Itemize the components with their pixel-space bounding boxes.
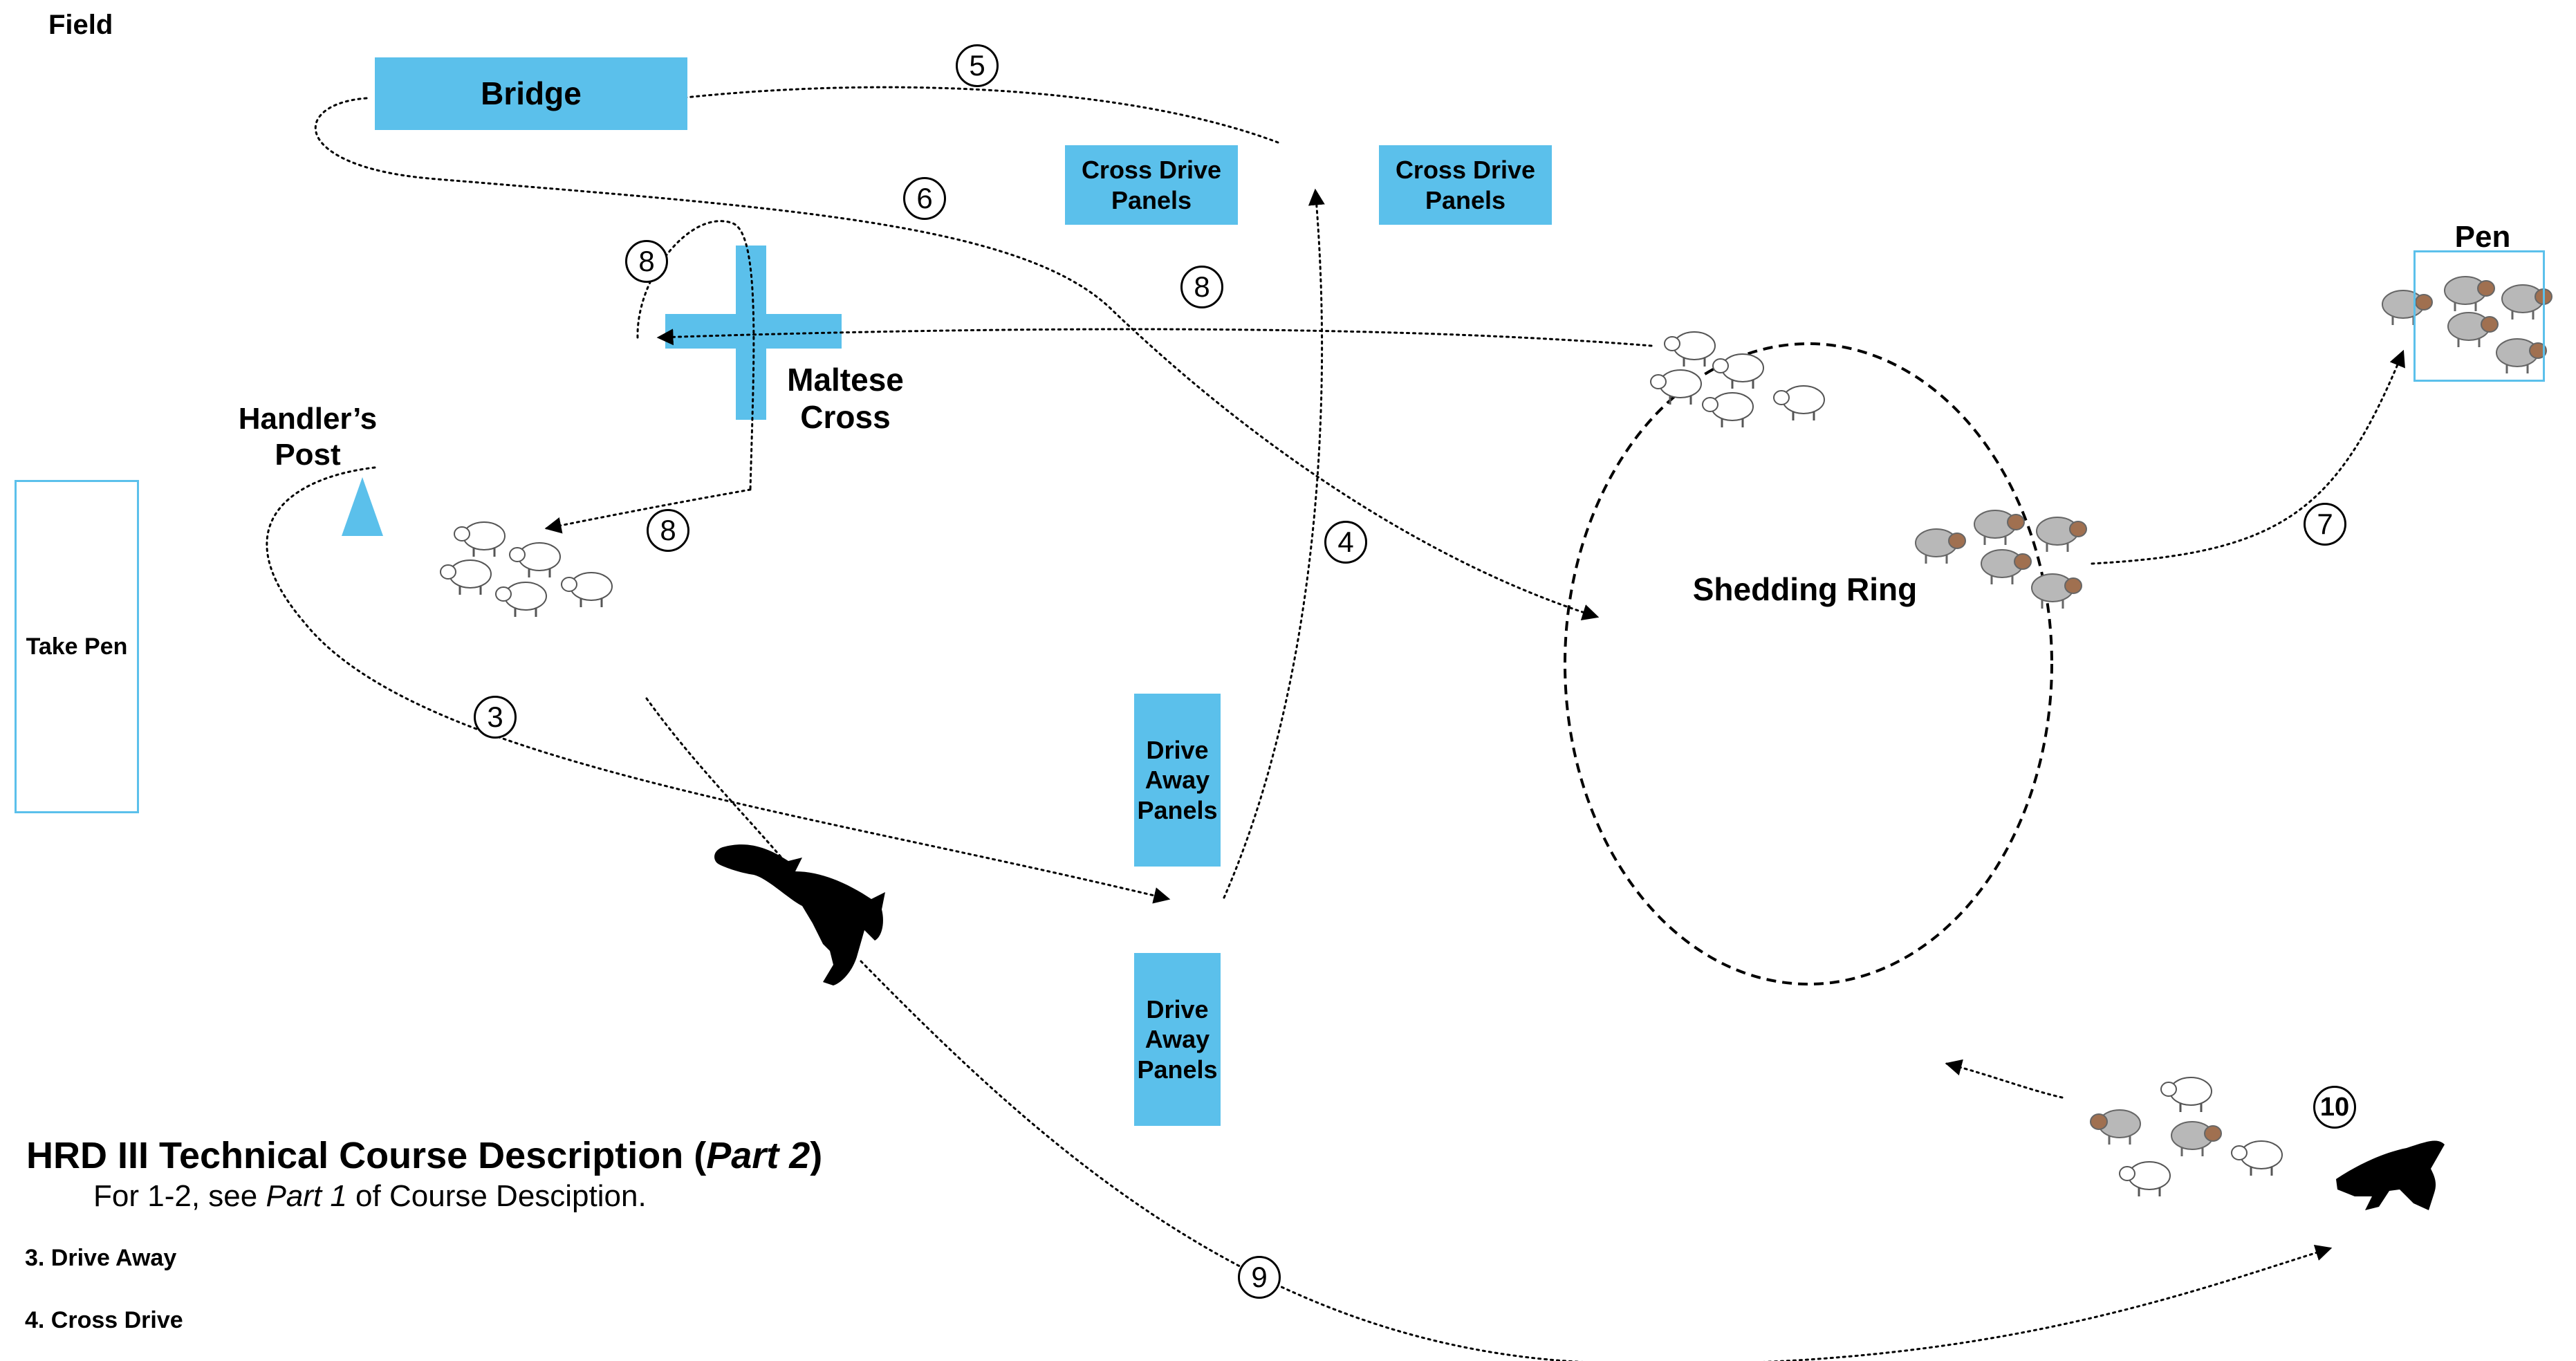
path-small-lower: [1945, 1059, 2064, 1099]
step-marker-8-left: 8: [625, 240, 668, 283]
drive-away-panels-upper: Drive Away Panels: [1134, 694, 1221, 867]
step-marker-3: 3: [474, 696, 517, 739]
description-title: HRD III Technical Course Description (Pa…: [26, 1134, 822, 1177]
description-title-main: HRD III Technical Course Description (: [26, 1135, 707, 1176]
dog-icon: [714, 844, 885, 985]
description-line-part: Part 1: [266, 1179, 347, 1213]
flock-lower: [2089, 1076, 2283, 1198]
description-item-cross-drive: 4. Cross Drive: [25, 1307, 183, 1333]
step-marker-8-top: 8: [1180, 266, 1223, 308]
description-line-start: For 1-2, see: [93, 1179, 266, 1213]
handlers-post-triangle-icon: [342, 477, 383, 536]
path-dog-line: [645, 697, 783, 859]
shedding-ring-circle: [1564, 342, 2053, 985]
maltese-cross-label: Maltese Cross: [787, 362, 904, 436]
step-marker-10: 10: [2313, 1086, 2356, 1129]
take-pen: Take Pen: [15, 480, 139, 813]
path-7-to-pen: [2091, 349, 2405, 565]
step-marker-6: 6: [903, 177, 946, 220]
step-marker-9: 9: [1238, 1256, 1281, 1299]
drive-away-panels-lower: Drive Away Panels: [1134, 953, 1221, 1126]
field-label: Field: [48, 10, 113, 40]
flock-ring-top: [1649, 331, 1826, 429]
description-title-part: Part 2: [706, 1135, 810, 1176]
step-marker-8-lower: 8: [647, 509, 689, 552]
path-3-drive-away: [266, 466, 1171, 904]
pen-label: Pen: [2454, 220, 2511, 254]
cross-drive-panels-right: Cross Drive Panels: [1379, 145, 1552, 225]
shedding-ring-label: Shedding Ring: [1692, 571, 1918, 607]
path-5-to-bridge: [658, 86, 1279, 144]
path-8-to-cross: [656, 328, 1653, 347]
description-title-end: ): [810, 1135, 823, 1176]
bridge: Bridge: [375, 57, 687, 130]
description-line-end: of Course Desciption.: [346, 1179, 647, 1213]
path-9: [860, 960, 2333, 1361]
step-marker-7: 7: [2304, 503, 2346, 546]
path-4-cross-drive: [1223, 188, 1325, 899]
pen: [2413, 250, 2545, 382]
description-item-drive-away: 3. Drive Away: [25, 1245, 177, 1271]
path-6-bridge-to-ring: [314, 97, 1600, 620]
flock-left: [439, 521, 613, 618]
path-8-loop: [636, 220, 755, 491]
handlers-post-label: Handler’s Post: [238, 402, 378, 472]
step-marker-5: 5: [956, 44, 999, 87]
step-marker-4: 4: [1324, 521, 1367, 564]
dog-icon: [2336, 1140, 2445, 1210]
path-8-to-sheep: [544, 488, 752, 534]
cross-drive-panels-left: Cross Drive Panels: [1065, 145, 1238, 225]
take-pen-label: Take Pen: [26, 633, 128, 660]
description-line: For 1-2, see Part 1 of Course Desciption…: [93, 1179, 647, 1214]
